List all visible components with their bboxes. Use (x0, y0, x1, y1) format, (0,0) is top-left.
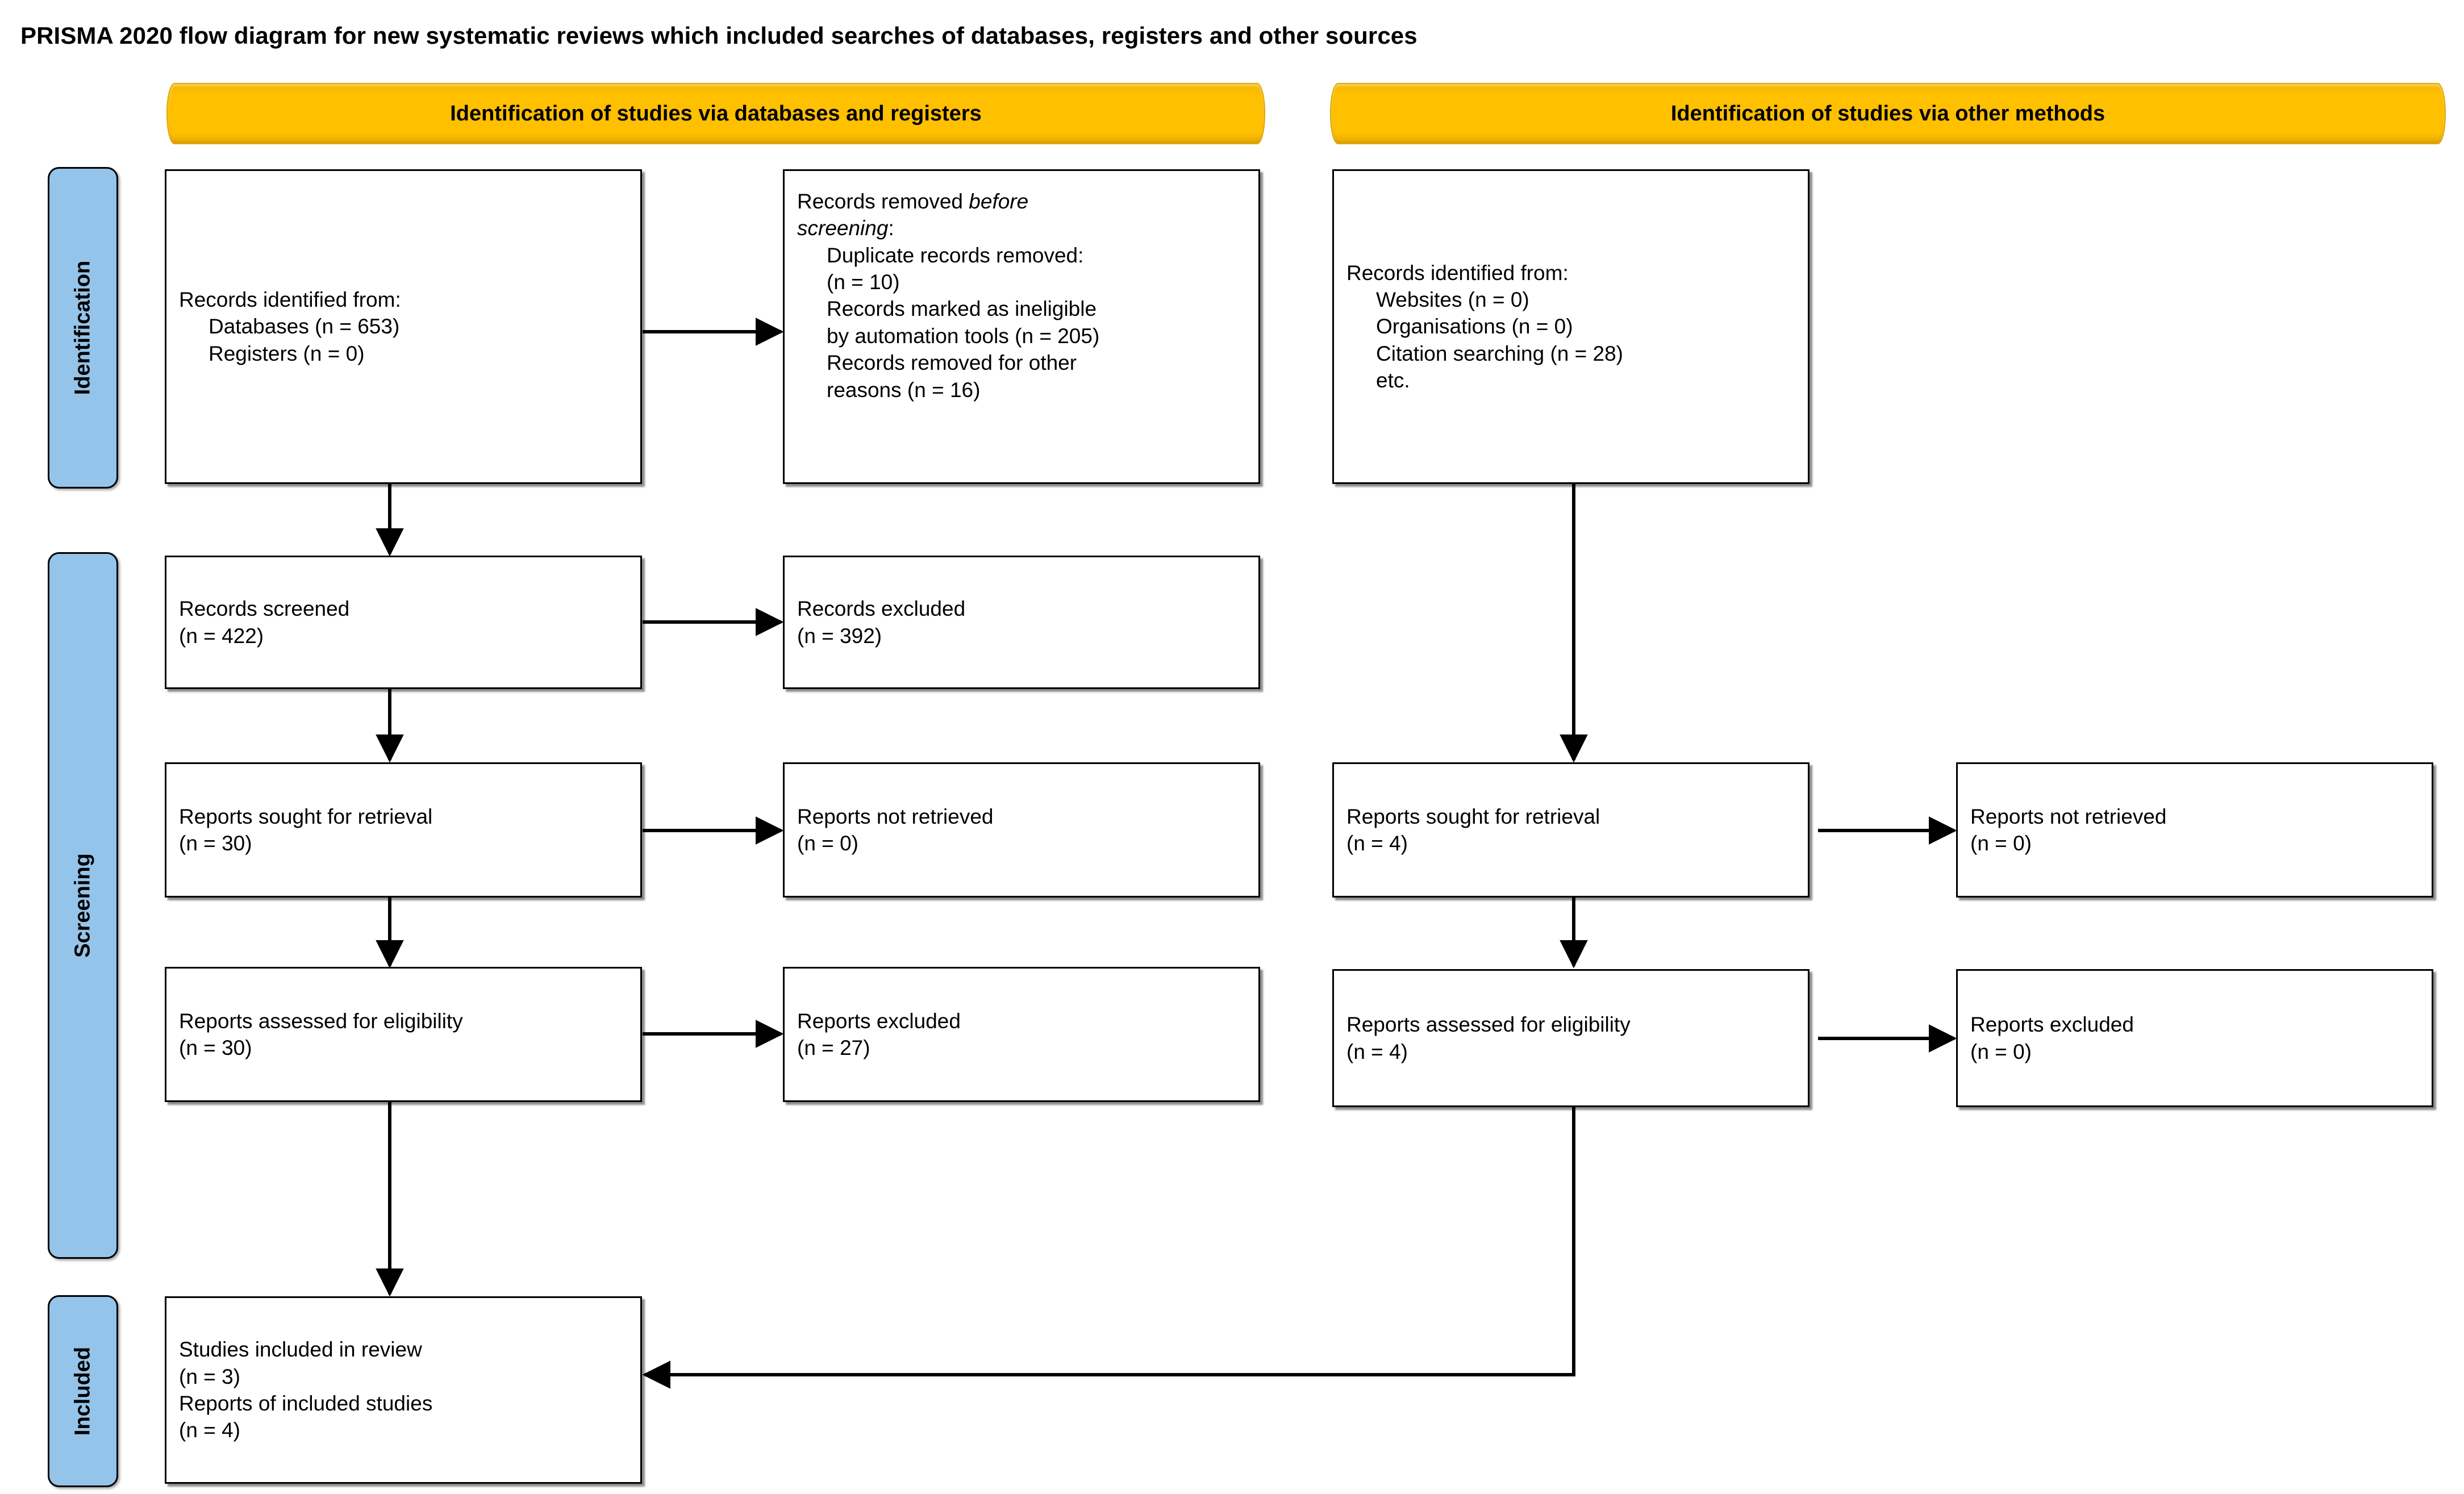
emphasis-before: before (969, 190, 1029, 213)
box-text: Reports not retrieved (n = 0) (1958, 803, 2432, 857)
box-text: Reports excluded (n = 27) (785, 1008, 1258, 1062)
box-text: Records identified from: Websites (n = 0… (1334, 260, 1808, 394)
stage-pill-label: Screening (70, 853, 95, 958)
box-line: Reports sought for retrieval (1346, 804, 1600, 828)
box-line: reasons (n = 16) (827, 378, 981, 402)
box-line: (n = 392) (797, 624, 882, 648)
box-line: Records screened (179, 597, 350, 621)
box-line: Duplicate records removed: (827, 243, 1084, 267)
header-banner-label: Identification of studies via other meth… (1670, 101, 2106, 126)
box-reports-not-retrieved-other: Reports not retrieved (n = 0) (1956, 762, 2433, 898)
box-reports-excluded-databases: Reports excluded (n = 27) (783, 967, 1260, 1102)
box-text: Reports not retrieved (n = 0) (785, 803, 1258, 857)
emphasis-screening: screening (797, 216, 889, 240)
box-text: Records screened (n = 422) (166, 595, 640, 649)
box-line: (n = 4) (1346, 832, 1408, 855)
stage-pill-identification: Identification (48, 167, 118, 489)
box-reports-sought-other: Reports sought for retrieval (n = 4) (1332, 762, 1810, 898)
box-reports-not-retrieved-databases: Reports not retrieved (n = 0) (783, 762, 1260, 898)
box-text: Records identified from: Databases (n = … (166, 286, 640, 367)
box-line: Records excluded (797, 597, 966, 621)
box-line: (n = 4) (179, 1418, 240, 1442)
box-line: Reports assessed for eligibility (179, 1009, 463, 1033)
box-line: Reports of included studies (179, 1392, 433, 1415)
box-line: screening: (797, 216, 894, 240)
box-line: Reports sought for retrieval (179, 804, 433, 828)
box-line: Reports excluded (1970, 1013, 2134, 1037)
page-title: PRISMA 2020 flow diagram for new systema… (20, 22, 1417, 49)
box-line: Records removed for other (827, 351, 1077, 375)
box-text: Reports assessed for eligibility (n = 4) (1334, 1011, 1808, 1065)
box-line: Citation searching (n = 28) (1376, 341, 1623, 365)
stage-pill-included: Included (48, 1295, 118, 1487)
box-text: Reports sought for retrieval (n = 30) (166, 803, 640, 857)
box-line: Registers (n = 0) (209, 341, 365, 365)
box-line: (n = 27) (797, 1036, 870, 1059)
box-line: Reports excluded (797, 1009, 961, 1033)
box-line: (n = 30) (179, 832, 252, 855)
edge-assessed-other-to-included (642, 1104, 1575, 1389)
box-line: (n = 0) (1970, 1040, 2032, 1063)
box-line: Records identified from: (1346, 261, 1569, 285)
box-records-excluded: Records excluded (n = 392) (783, 556, 1260, 689)
box-text: Records removed before screening: Duplic… (785, 171, 1258, 403)
box-line: Databases (n = 653) (209, 315, 400, 339)
box-text: Reports excluded (n = 0) (1958, 1011, 2432, 1065)
box-text: Reports assessed for eligibility (n = 30… (166, 1008, 640, 1062)
box-line: Records removed before (797, 190, 1029, 213)
stage-pill-label: Included (70, 1346, 95, 1436)
box-line: (n = 3) (179, 1364, 240, 1388)
box-line: Records marked as ineligible (827, 297, 1097, 321)
box-line: (n = 422) (179, 624, 264, 648)
box-line: Organisations (n = 0) (1376, 315, 1573, 339)
header-banner-other-methods: Identification of studies via other meth… (1330, 83, 2446, 144)
box-text: Reports sought for retrieval (n = 4) (1334, 803, 1808, 857)
box-line: Reports assessed for eligibility (1346, 1013, 1631, 1037)
box-line: Reports not retrieved (1970, 804, 2167, 828)
box-text: Records excluded (n = 392) (785, 595, 1258, 649)
box-records-screened: Records screened (n = 422) (165, 556, 642, 689)
box-studies-included-in-review: Studies included in review (n = 3) Repor… (165, 1296, 642, 1484)
box-line: Websites (n = 0) (1376, 287, 1529, 311)
box-line: by automation tools (n = 205) (827, 324, 1100, 348)
box-reports-assessed-databases: Reports assessed for eligibility (n = 30… (165, 967, 642, 1102)
stage-pill-label: Identification (70, 260, 95, 395)
box-line: (n = 0) (797, 832, 858, 855)
box-reports-sought-databases: Reports sought for retrieval (n = 30) (165, 762, 642, 898)
box-line: (n = 0) (1970, 832, 2032, 855)
stage-pill-screening: Screening (48, 552, 118, 1259)
box-records-removed-before-screening: Records removed before screening: Duplic… (783, 169, 1260, 484)
box-line: (n = 10) (827, 270, 900, 294)
box-text: Studies included in review (n = 3) Repor… (166, 1336, 640, 1443)
header-banner-label: Identification of studies via databases … (450, 101, 982, 126)
box-records-identified-other: Records identified from: Websites (n = 0… (1332, 169, 1810, 484)
box-reports-excluded-other: Reports excluded (n = 0) (1956, 969, 2433, 1107)
box-line: etc. (1376, 369, 1410, 393)
header-banner-databases-registers: Identification of studies via databases … (166, 83, 1265, 144)
box-line: Records identified from: (179, 287, 401, 311)
box-line: (n = 4) (1346, 1040, 1408, 1063)
box-line: Reports not retrieved (797, 804, 994, 828)
box-reports-assessed-other: Reports assessed for eligibility (n = 4) (1332, 969, 1810, 1107)
box-line: Studies included in review (179, 1338, 422, 1362)
box-records-identified-databases: Records identified from: Databases (n = … (165, 169, 642, 484)
box-line: (n = 30) (179, 1036, 252, 1059)
